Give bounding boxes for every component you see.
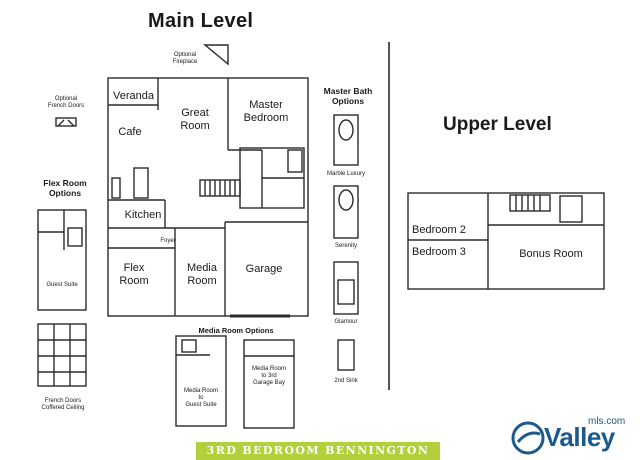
media-options-heading: Media Room Options <box>198 326 274 335</box>
label-optional-french-doors: Optional French Doors <box>47 96 85 109</box>
main-level-outline <box>107 77 309 317</box>
serenity-plan <box>333 185 359 239</box>
upper-level-outline <box>407 192 605 290</box>
flex-options-heading: Flex Room Options <box>43 178 87 198</box>
room-kitchen: Kitchen <box>124 209 162 221</box>
label-french-doors-coffered: French Doors Coffered Ceiling <box>41 398 85 411</box>
media-to-garage-plan <box>243 339 295 429</box>
guest-suite-plan <box>37 209 87 311</box>
label-marble-luxury: Marble Luxury <box>326 171 365 177</box>
main-level-title: Main Level <box>148 10 254 32</box>
room-master-bedroom: Master Bedroom <box>243 99 289 124</box>
label-media-to-guest: Media Room to Guest Suite <box>183 388 218 408</box>
room-flex: Flex Room <box>119 262 149 287</box>
plan-name-banner: 3RD BEDROOM BENNINGTON <box>196 442 440 460</box>
label-guest-suite: Guest Suite <box>46 282 78 288</box>
label-media-to-garage: Media Room to 3rd Garage Bay <box>251 366 286 386</box>
room-veranda: Veranda <box>113 90 154 102</box>
room-foyer: Foyer <box>160 238 176 244</box>
valley-swoosh-icon <box>511 421 545 455</box>
media-to-guest-plan <box>175 335 227 427</box>
room-bedroom-2: Bedroom 2 <box>412 224 466 236</box>
room-great-room: Great Room <box>180 107 210 132</box>
logo-suffix: mls.com <box>588 416 626 427</box>
label-optional-fireplace: Optional Fireplace <box>172 52 198 65</box>
logo-name: Valley <box>544 422 615 452</box>
marble-luxury-plan <box>333 114 359 166</box>
coffered-ceiling-plan <box>37 323 87 387</box>
upper-level-title: Upper Level <box>443 114 552 135</box>
room-garage: Garage <box>245 263 283 275</box>
room-media: Media Room <box>187 262 217 287</box>
valleymls-logo: mls.com Valley <box>510 414 638 458</box>
glamour-plan <box>333 261 359 315</box>
label-serenity: Serenity <box>334 243 357 249</box>
label-second-sink: 2nd Sink <box>334 378 358 384</box>
room-bonus-room: Bonus Room <box>519 248 583 260</box>
room-cafe: Cafe <box>118 126 142 138</box>
label-glamour: Glamour <box>334 319 358 325</box>
master-bath-heading: Master Bath Options <box>323 86 373 106</box>
second-sink-plan <box>337 339 355 371</box>
room-bedroom-3: Bedroom 3 <box>412 246 466 258</box>
